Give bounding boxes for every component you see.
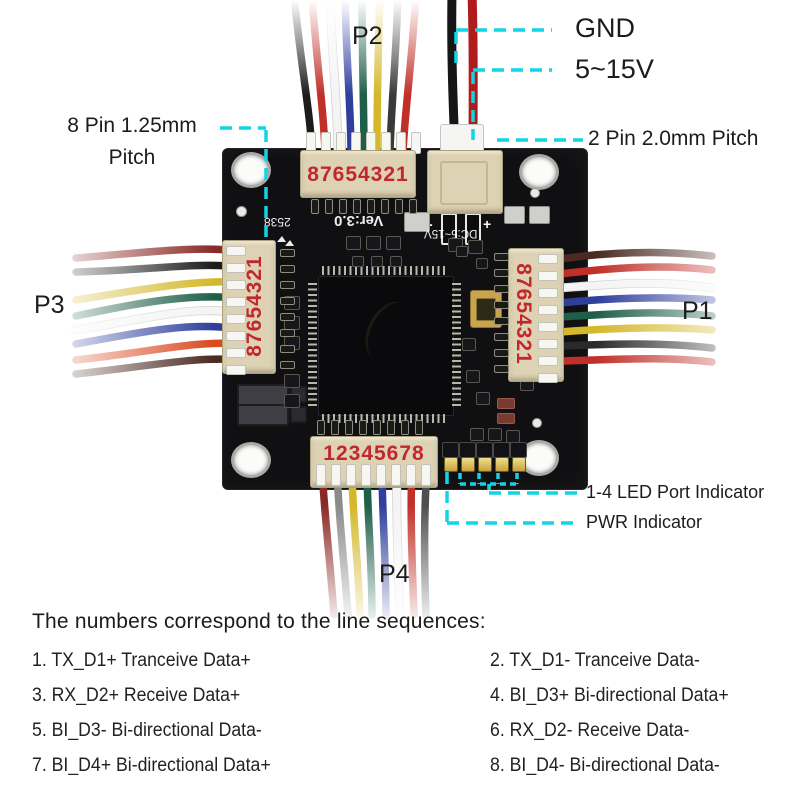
- component-pad: [456, 246, 468, 257]
- status-led: [461, 457, 475, 472]
- legend-item: 2. TX_D1- Tranceive Data-: [490, 650, 700, 671]
- mounting-hole: [519, 154, 559, 190]
- component-pad: [476, 258, 488, 269]
- solder-pad: [529, 206, 550, 224]
- legend-item: 6. RX_D2- Receive Data-: [490, 720, 690, 741]
- component-pad: [386, 236, 401, 250]
- solder-pad: [504, 206, 525, 224]
- component-pad: [346, 236, 361, 250]
- component: [404, 212, 430, 232]
- legend-item: 1. TX_D1+ Tranceive Data+: [32, 650, 251, 671]
- plus-mark: +: [483, 216, 492, 232]
- legend-heading: The numbers correspond to the line seque…: [32, 610, 486, 633]
- chip-pins: [322, 414, 448, 423]
- via: [236, 206, 247, 217]
- chip-pins: [452, 280, 461, 406]
- legend-item: 7. BI_D4+ Bi-directional Data+: [32, 755, 271, 776]
- status-led: [495, 457, 509, 472]
- port-label-p2: P2: [352, 22, 383, 50]
- component-pad: [371, 256, 383, 267]
- chip-pins: [308, 280, 317, 406]
- crystal-oscillator: [470, 290, 502, 328]
- via: [532, 418, 542, 428]
- component-pad: [352, 256, 364, 267]
- power-pitch-label: 2 Pin 2.0mm Pitch: [588, 127, 759, 150]
- legend-item: 4. BI_D3+ Bi-directional Data+: [490, 685, 729, 706]
- led-bracket: [458, 473, 519, 493]
- component-pad: [468, 240, 483, 254]
- legend-item: 3. RX_D2+ Receive Data+: [32, 685, 241, 706]
- component-pad: [462, 338, 476, 351]
- inductor: [237, 404, 289, 426]
- legend-list: 1. TX_D1+ Tranceive Data+ 2. TX_D1- Tran…: [32, 650, 782, 776]
- component-pad: [466, 370, 480, 383]
- pwr-indicator-label: PWR Indicator: [586, 512, 703, 532]
- component-pad: [488, 428, 502, 441]
- port-label-p1: P1: [682, 297, 713, 325]
- pin8-pitch-label: 8 Pin 1.25mm Pitch: [67, 114, 197, 169]
- via: [530, 188, 540, 198]
- component-pad: [476, 392, 490, 405]
- chip-pins: [322, 266, 448, 275]
- component-pad: [284, 394, 300, 408]
- legend-item: 8. BI_D4- Bi-directional Data-: [490, 755, 720, 776]
- mounting-hole: [231, 442, 271, 478]
- component-pad: [366, 236, 381, 250]
- port-label-p4: P4: [379, 560, 410, 588]
- brand-logo-silkscreen: [277, 236, 294, 246]
- capacitor: [497, 398, 515, 409]
- component-pad: [390, 256, 402, 267]
- component-pad: [284, 374, 300, 388]
- status-led: [444, 457, 458, 472]
- minus-mark: -: [428, 216, 433, 232]
- port-label-p3: P3: [34, 291, 65, 319]
- voltage-label: 5~15V: [575, 54, 654, 84]
- status-led: [478, 457, 492, 472]
- led-port-indicator-label: 1-4 LED Port Indicator: [586, 482, 765, 502]
- legend-item: 5. BI_D3- Bi-directional Data-: [32, 720, 262, 741]
- capacitor: [497, 413, 515, 424]
- component-pad: [470, 428, 484, 441]
- gnd-label: GND: [575, 13, 635, 43]
- status-led: [512, 457, 526, 472]
